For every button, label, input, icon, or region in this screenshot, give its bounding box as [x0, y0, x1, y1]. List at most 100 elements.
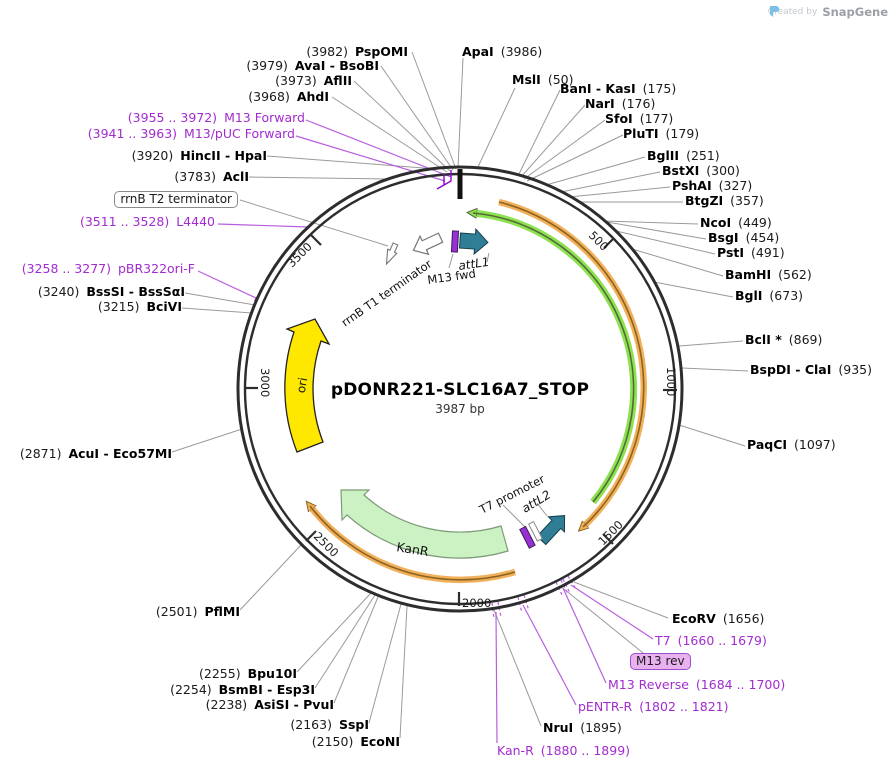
- site-position: (935): [838, 362, 873, 377]
- site-name: BstXI: [662, 163, 700, 178]
- site-name: AclI: [222, 169, 249, 184]
- site-position: (3783): [174, 169, 216, 184]
- callout-line: [568, 186, 671, 198]
- site-name: PflMI: [204, 604, 240, 619]
- insert-arc-orange: [498, 198, 647, 527]
- callout-line: [368, 603, 402, 724]
- primer-label-pbr322ori_f: (3258 .. 3277) pBR322ori-F: [22, 261, 195, 277]
- site-name: BglI: [735, 288, 763, 303]
- primer-callout-line: [497, 601, 502, 618]
- callout-line: [353, 80, 451, 172]
- enzyme-site-label-ecorv: EcoRV (1656): [672, 611, 764, 627]
- callout-line: [296, 592, 372, 673]
- rrnb-t2-terminator-boxed-label: rrnB T2 terminator: [114, 191, 238, 208]
- site-position: (1656): [722, 611, 765, 626]
- plasmid-title-block: pDONR221-SLC16A7_STOP 3987 bp: [310, 380, 610, 416]
- site-name: BglII: [647, 148, 680, 163]
- enzyme-site-label-psti: PstI(491): [717, 245, 785, 261]
- site-name: pBR322ori-F: [117, 261, 195, 276]
- site-position: (3258 .. 3277): [21, 261, 111, 276]
- site-position: (562): [778, 267, 812, 282]
- position-tick: [305, 530, 317, 542]
- enzyme-site-label-acui: (2871) AcuI - Eco57MI: [20, 446, 172, 462]
- site-position: (357): [730, 193, 764, 208]
- ori-label: ori: [294, 376, 310, 394]
- callout-line: [678, 424, 746, 447]
- site-name: PluTI: [623, 126, 659, 141]
- enzyme-site-label-pspomi: (3982)PspOMI: [306, 44, 408, 60]
- site-name: EcoRV: [672, 611, 716, 626]
- site-position: (3986): [500, 44, 543, 59]
- enzyme-site-label-apai: ApaI(3986): [462, 44, 542, 60]
- enzyme-site-label-bcivi: (3215)BciVI: [98, 299, 182, 315]
- snapgene-logo-icon: [769, 6, 779, 17]
- site-position: (673): [769, 288, 804, 303]
- callout-line: [606, 221, 707, 240]
- callout-line: [239, 544, 302, 611]
- enzyme-site-label-paqci: PaqCI(1097): [747, 437, 836, 453]
- site-name: BsmBI - Esp3I: [218, 682, 315, 697]
- site-name: AsiSI - PvuI: [254, 697, 334, 712]
- site-name: PaqCI: [747, 437, 788, 452]
- tick-1000: 1000: [664, 367, 678, 396]
- site-name: AhdI: [296, 89, 329, 104]
- plasmid-ring-outer: [236, 165, 684, 613]
- callout-line: [248, 176, 391, 180]
- callout-line: [523, 119, 606, 180]
- attl2-feature-arrow: [536, 515, 566, 546]
- site-name: AcuI - Eco57MI: [68, 446, 172, 461]
- rrnb-t2-terminator-arrow: [385, 242, 399, 266]
- site-name: BanI - KasI: [560, 81, 636, 96]
- enzyme-site-label-bcli: BclI * (869): [745, 332, 822, 348]
- m13-rev-boxed-label: M13 rev: [630, 653, 691, 670]
- site-position: (3215): [97, 299, 140, 314]
- enzyme-site-label-sfoi: SfoI(177): [605, 111, 673, 127]
- primer-label-pentr_r: pENTR-R(1802 .. 1821): [578, 699, 728, 715]
- enzyme-site-label-nrui: NruI(1895): [543, 720, 622, 736]
- orf-arc-green: [473, 213, 638, 505]
- site-name: BclI *: [745, 332, 782, 347]
- site-position: (3955 .. 3972): [127, 110, 218, 125]
- watermark: Created by SnapGene: [768, 5, 888, 19]
- callout-line: [493, 609, 542, 727]
- site-position: (3941 .. 3963): [87, 126, 178, 141]
- site-position: (3973): [275, 73, 317, 88]
- enzyme-site-label-bsgi: BsgI(454): [708, 230, 779, 246]
- site-name: M13/pUC Forward: [184, 126, 295, 141]
- callout-line: [545, 156, 646, 186]
- callout-line: [603, 220, 699, 225]
- enzyme-site-label-econi: (2150)EcoNI: [312, 734, 400, 750]
- site-name: BspDI - ClaI: [750, 362, 832, 377]
- callout-line: [615, 230, 716, 255]
- site-position: (2163): [290, 717, 332, 732]
- site-position: (2871): [19, 446, 62, 461]
- site-name: L4440: [176, 214, 215, 229]
- kanr-gene-arc-orange: [310, 506, 516, 584]
- site-name: SfoI: [605, 111, 633, 126]
- callout-line: [526, 134, 624, 182]
- site-name: MslI: [512, 72, 541, 87]
- site-position: (175): [642, 81, 677, 96]
- site-name: PshAI: [672, 178, 712, 193]
- callout-line: [573, 581, 669, 619]
- enzyme-site-label-nari: NarI(176): [585, 96, 655, 112]
- enzyme-site-label-ncoi: NcoI(449): [700, 215, 772, 231]
- attl1-label: attL1: [457, 255, 490, 273]
- site-name: M13 Reverse: [608, 677, 689, 692]
- enzyme-site-label-asisi: (2238)AsiSI - PvuI: [206, 697, 334, 713]
- callout-line: [563, 588, 649, 658]
- site-position: (869): [788, 332, 823, 347]
- site-position: (3982): [306, 44, 348, 59]
- primer-callout-line: [562, 587, 607, 684]
- site-name: Bpu10I: [247, 666, 297, 681]
- callout-line: [380, 65, 454, 171]
- watermark-created-by: Created by: [767, 7, 818, 17]
- watermark-brand: SnapGene: [822, 5, 888, 19]
- enzyme-site-label-bpu10i: (2255)Bpu10I: [199, 666, 297, 682]
- callout-lines-layer: [171, 51, 749, 744]
- site-position: (3979): [246, 58, 288, 73]
- site-position: (300): [706, 163, 740, 178]
- primer-label-m13_reverse: M13 Reverse(1684 .. 1700): [608, 677, 785, 693]
- primer-callout-line: [491, 602, 495, 619]
- callout-line: [486, 252, 490, 263]
